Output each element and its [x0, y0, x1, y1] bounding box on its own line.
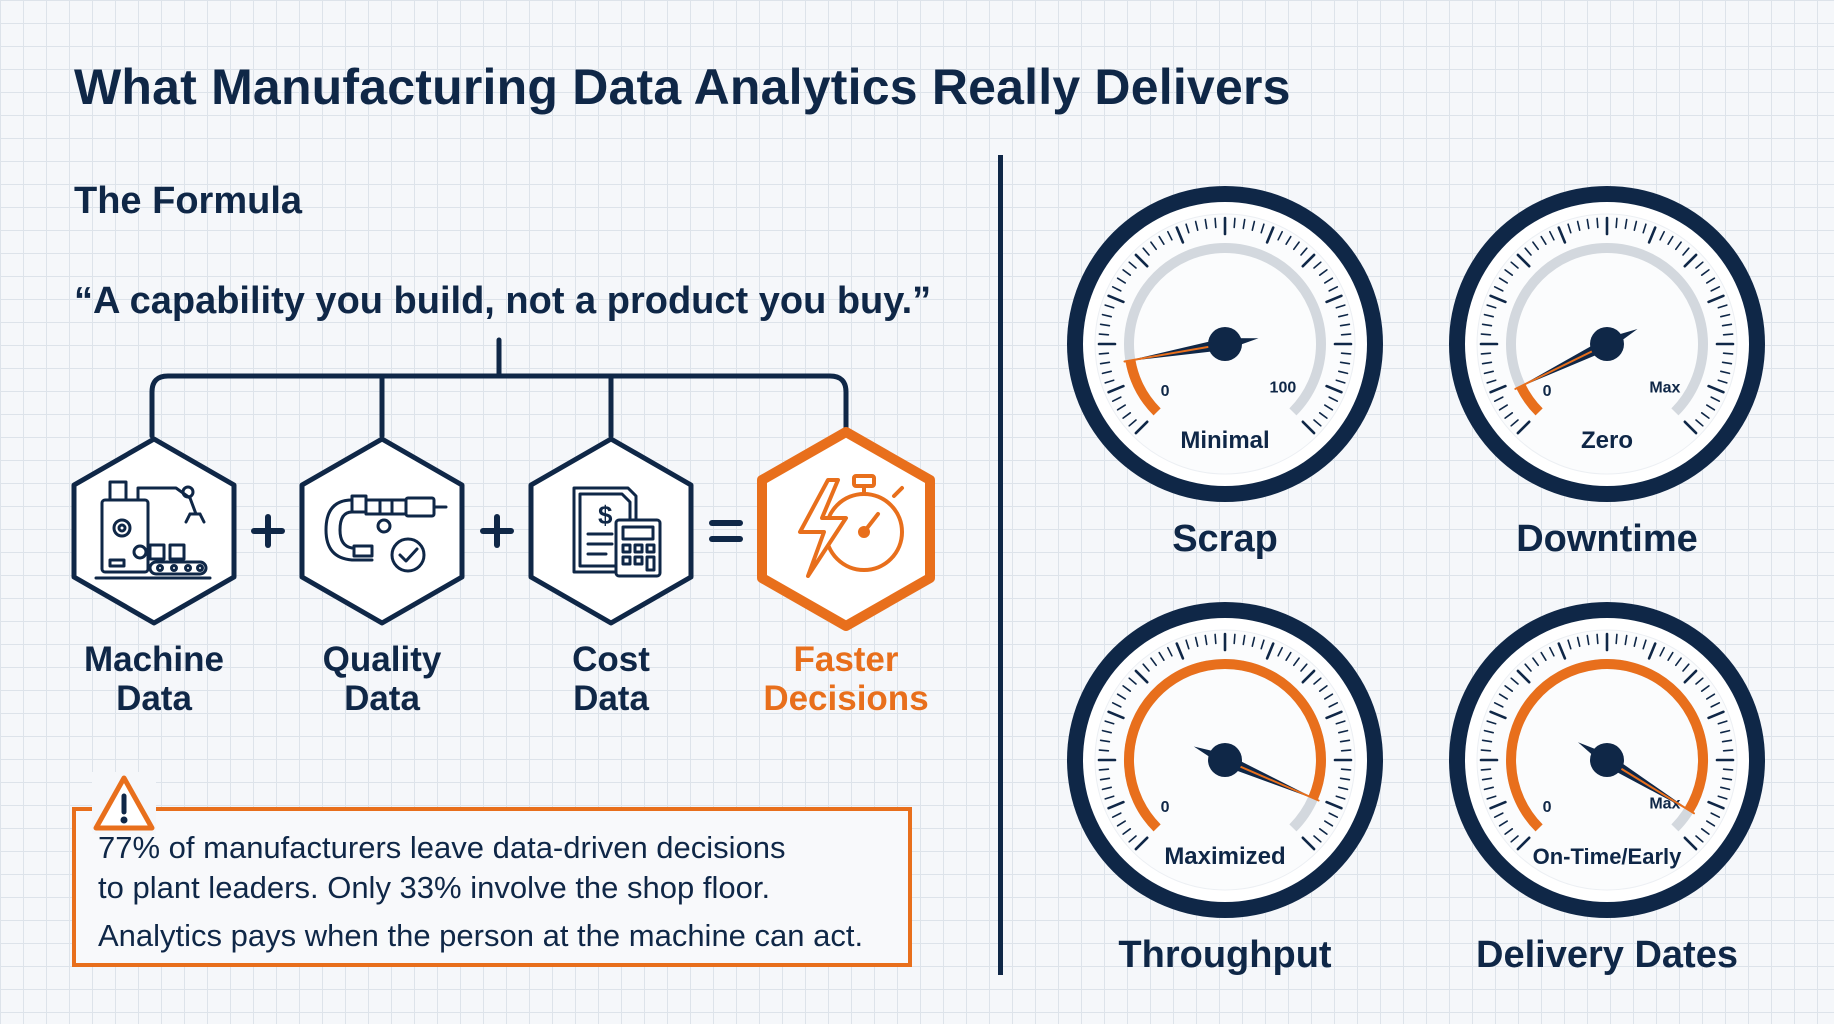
- gauge-title-downtime: Downtime: [1516, 518, 1698, 560]
- gauge-title-throughput: Throughput: [1118, 934, 1332, 976]
- operator-plus-2: [480, 514, 514, 548]
- gauge-ticks: [1097, 632, 1353, 851]
- section-divider: [998, 155, 1003, 975]
- formula-heading: The Formula: [74, 180, 303, 222]
- gauge-hub: [1590, 743, 1624, 777]
- gauge-track: [1124, 243, 1326, 416]
- gauge-track: [1506, 243, 1708, 416]
- label-cost-data: Cost Data: [572, 640, 650, 718]
- gauge-status-label: Maximized: [1164, 843, 1285, 870]
- connector-bracket: [149, 337, 849, 439]
- operator-equals: [709, 520, 743, 542]
- gauge-max-label: 100: [1270, 380, 1297, 397]
- callout-line-2: to plant leaders. Only 33% involve the s…: [98, 870, 771, 905]
- gauge-title-delivery-dates: Delivery Dates: [1476, 934, 1738, 976]
- label-quality-data: Quality Data: [322, 640, 442, 718]
- gauge-level-arc: [1123, 659, 1326, 832]
- callout-line-1: 77% of manufacturers leave data-driven d…: [98, 830, 786, 865]
- lightning-stopwatch-icon: [798, 474, 904, 578]
- page-title: What Manufacturing Data Analytics Really…: [74, 59, 1291, 115]
- callout-line-3: Analytics pays when the person at the ma…: [98, 918, 864, 953]
- gauge-min-label: 0: [1543, 383, 1552, 400]
- label-machine-data: Machine Data: [83, 640, 225, 718]
- gauge-ticks: [1479, 216, 1735, 435]
- factory-robot-arm-icon: [94, 480, 212, 580]
- gauge-status-label: Zero: [1581, 427, 1633, 454]
- gauge-max-label: Max: [1649, 380, 1680, 397]
- gauge-min-label: 0: [1161, 383, 1170, 400]
- gauge-level-arc: [1125, 359, 1161, 416]
- gauge-hub: [1590, 327, 1624, 361]
- gauge-level-arc: [1506, 659, 1708, 832]
- gauge-hub: [1208, 743, 1242, 777]
- gauge-max-label: Max: [1649, 796, 1680, 813]
- callout-box: [72, 807, 912, 967]
- gauge-hub: [1208, 327, 1242, 361]
- gauge-ticks: [1097, 216, 1353, 435]
- formula-diagram: $: [71, 337, 935, 631]
- warning-icon: [92, 772, 156, 834]
- operator-plus-1: [251, 514, 285, 548]
- svg-text:$: $: [598, 500, 613, 530]
- gauge-status-label: Minimal: [1180, 427, 1269, 454]
- gauge-status-label: On-Time/Early: [1533, 844, 1683, 869]
- gauge-title-scrap: Scrap: [1172, 518, 1278, 560]
- label-faster-decisions: Faster Decisions: [763, 640, 929, 718]
- hexagon-faster-decisions: [757, 427, 935, 631]
- gauge-ticks: [1479, 632, 1735, 851]
- gauge-min-label: 0: [1161, 799, 1170, 816]
- formula-quote: “A capability you build, not a product y…: [74, 280, 932, 322]
- gauge-min-label: 0: [1543, 799, 1552, 816]
- invoice-calculator-icon: $: [572, 486, 662, 578]
- micrometer-check-icon: [324, 494, 448, 573]
